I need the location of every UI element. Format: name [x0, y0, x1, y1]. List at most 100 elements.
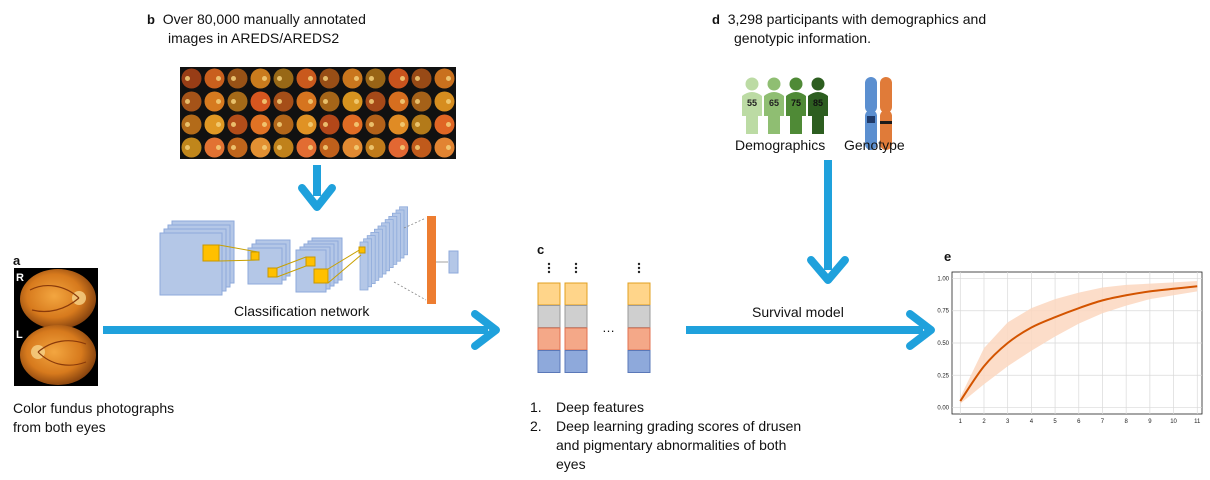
feature-block — [537, 327, 561, 351]
fundus-thumbnail — [180, 90, 203, 113]
feature-block — [537, 282, 561, 306]
person-icon-age-55: 55 — [742, 77, 762, 134]
person-age-label: 85 — [813, 98, 823, 108]
fundus-thumbnail — [249, 67, 272, 90]
chart-x-tick-label: 7 — [1101, 419, 1105, 425]
ellipsis-dot — [547, 262, 551, 266]
fundus-thumbnail — [410, 67, 433, 90]
fundus-thumbnail — [364, 90, 387, 113]
feature-block — [627, 305, 651, 328]
ellipsis-dot — [547, 270, 551, 274]
fundus-thumbnail — [341, 67, 364, 90]
fundus-thumbnail — [433, 67, 456, 90]
arrow-mosaic-to-network — [298, 165, 336, 211]
fundus-thumbnail — [226, 67, 249, 90]
left-eye-photo — [20, 325, 96, 385]
classification-network-label: Classification network — [234, 303, 370, 319]
classification-network — [159, 206, 459, 304]
ellipsis-dot — [637, 262, 641, 266]
chart-x-tick-label: 3 — [1006, 419, 1010, 425]
fundus-thumbnail — [364, 136, 387, 159]
chart-x-tick-label: 9 — [1148, 419, 1152, 425]
list-item-grading-line2: and pigmentary abnormalities of both — [556, 437, 787, 453]
chart-x-tick-label: 11 — [1194, 419, 1201, 425]
feature-block — [564, 327, 588, 351]
fundus-thumbnail — [203, 90, 226, 113]
fundus-thumbnail — [318, 113, 341, 136]
list-num-2: 2. — [530, 418, 542, 434]
fundus-thumbnail — [249, 90, 272, 113]
panel-b-letter: b — [147, 12, 155, 27]
fundus-thumbnail — [341, 113, 364, 136]
fundus-thumbnail — [433, 113, 456, 136]
ellipsis-dot — [637, 270, 641, 274]
panel-d-line1: 3,298 participants with demographics and — [727, 11, 987, 27]
fundus-thumbnail — [341, 136, 364, 159]
chart-x-tick-label: 10 — [1170, 419, 1177, 425]
feature-ellipsis: … — [602, 320, 615, 335]
feature-vector-column — [627, 262, 651, 373]
feature-vectors — [537, 262, 651, 373]
feature-vector-column — [564, 262, 588, 373]
panel-b-description: b Over 80,000 manually annotated images … — [147, 10, 366, 48]
chart-x-tick-label: 1 — [959, 419, 963, 425]
fundus-thumbnail — [249, 136, 272, 159]
ellipsis-dot — [574, 262, 578, 266]
fundus-thumbnail — [226, 90, 249, 113]
panel-e-letter: e — [944, 249, 952, 264]
panel-b-line1: Over 80,000 manually annotated — [162, 11, 366, 27]
fundus-thumbnail — [180, 67, 203, 90]
fundus-thumbnail — [410, 136, 433, 159]
fundus-thumbnail — [203, 113, 226, 136]
genotype-label: Genotype — [844, 137, 905, 153]
list-item-grading-line1: Deep learning grading scores of drusen — [556, 418, 802, 434]
chart-y-tick-label: 0.50 — [937, 341, 949, 347]
feature-block — [564, 282, 588, 306]
ellipsis-dot — [574, 266, 578, 270]
person-icon-age-75: 75 — [786, 77, 806, 134]
person-age-label: 55 — [747, 98, 757, 108]
feature-block — [627, 282, 651, 306]
chart-y-tick-label: 0.25 — [937, 373, 949, 379]
chart-x-tick-label: 8 — [1124, 419, 1128, 425]
fundus-thumbnail — [295, 113, 318, 136]
fundus-thumbnail — [318, 67, 341, 90]
genotype-chromosome-icons — [865, 77, 892, 150]
fundus-thumbnail — [410, 90, 433, 113]
chart-survival-line — [959, 285, 1198, 402]
fundus-thumbnail — [410, 113, 433, 136]
person-icon-age-65: 65 — [764, 77, 784, 134]
demographics-label: Demographics — [735, 137, 826, 153]
panel-c-letter: c — [537, 242, 545, 257]
fundus-thumbnail — [387, 67, 410, 90]
panel-a-letter: a — [13, 253, 21, 268]
chart-x-tick-label: 5 — [1053, 419, 1057, 425]
person-icon-age-85: 85 — [808, 77, 828, 134]
feature-block — [564, 305, 588, 328]
fundus-thumbnail — [203, 136, 226, 159]
fundus-thumbnail — [180, 113, 203, 136]
fundus-thumbnail — [272, 90, 295, 113]
ellipsis-dot — [547, 266, 551, 270]
fundus-thumbnail — [318, 136, 341, 159]
fundus-thumbnail — [364, 113, 387, 136]
feature-block — [627, 327, 651, 351]
fundus-thumbnail — [364, 67, 387, 90]
feature-vector-column — [537, 262, 561, 373]
survival-model-label: Survival model — [752, 304, 844, 320]
fundus-thumbnail — [387, 136, 410, 159]
panel-d-letter: d — [712, 12, 720, 27]
fundus-thumbnail — [387, 113, 410, 136]
person-age-label: 65 — [769, 98, 779, 108]
fundus-thumbnail — [341, 90, 364, 113]
fundus-photographs — [14, 268, 98, 386]
fundus-thumbnail — [226, 113, 249, 136]
fundus-thumbnail — [272, 136, 295, 159]
fundus-thumbnail — [180, 136, 203, 159]
eye-label-left: L — [16, 329, 23, 341]
feature-block — [564, 350, 588, 373]
fundus-thumbnail — [249, 113, 272, 136]
panel-a-caption-line2: from both eyes — [13, 419, 106, 435]
feature-block — [537, 350, 561, 373]
